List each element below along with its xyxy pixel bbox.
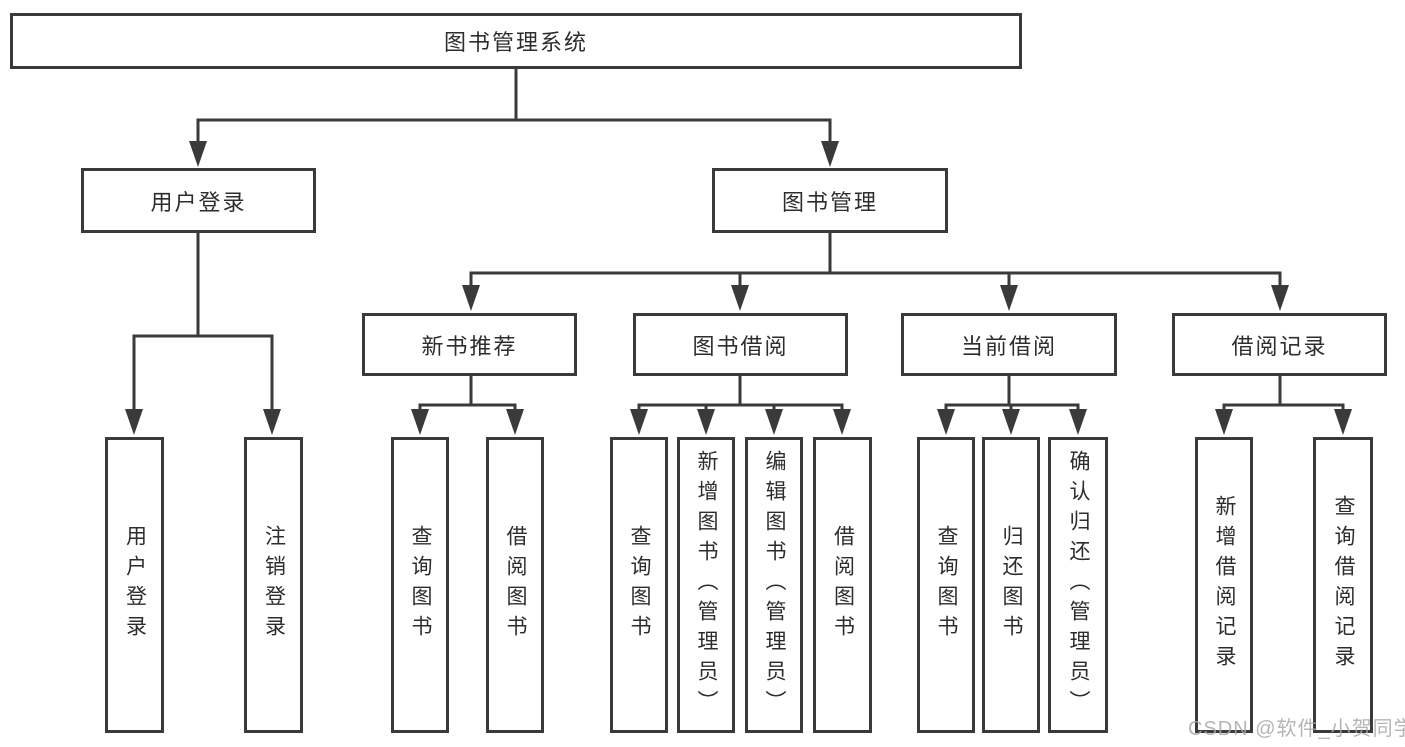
leaf-label: 借阅图书 (504, 525, 527, 645)
arrowhead (1334, 409, 1352, 435)
leaf-query-books-3: 查询图书 (917, 437, 975, 733)
arrowhead (821, 141, 839, 167)
leaf-borrow-books-1: 借阅图书 (486, 437, 544, 733)
leaf-add-book-admin: 新增图书（管理员） (677, 437, 735, 733)
arrowhead (765, 409, 783, 435)
leaf-label: 归还图书 (1000, 525, 1023, 645)
leaf-add-borrow-record: 新增借阅记录 (1195, 437, 1253, 733)
node-user-login: 用户登录 (81, 168, 316, 233)
arrowhead (1215, 409, 1233, 435)
leaf-return-book: 归还图书 (982, 437, 1040, 733)
arrowhead (630, 409, 648, 435)
leaf-label: 注销登录 (262, 525, 286, 645)
node-new-book-recommend: 新书推荐 (362, 313, 577, 376)
node-book-management: 图书管理 (712, 168, 948, 233)
leaf-label: 新增图书（管理员） (695, 450, 718, 720)
leaf-confirm-return-admin: 确认归还（管理员） (1048, 437, 1108, 733)
leaf-label: 借阅图书 (831, 525, 855, 645)
leaf-borrow-books-2: 借阅图书 (813, 437, 872, 733)
leaf-label: 确认归还（管理员） (1067, 450, 1090, 720)
node-library-management-system: 图书管理系统 (10, 13, 1022, 69)
arrowhead (1069, 409, 1087, 435)
leaf-query-borrow-record: 查询借阅记录 (1313, 437, 1373, 733)
arrowhead (189, 141, 207, 167)
leaf-edit-book-admin: 编辑图书（管理员） (745, 437, 803, 733)
node-current-borrowing: 当前借阅 (901, 313, 1117, 376)
arrowhead (1000, 285, 1018, 311)
leaf-query-books-2: 查询图书 (610, 437, 668, 733)
arrowhead (263, 409, 281, 435)
csdn-watermark: CSDN @软件_小贺同学 (1188, 718, 1405, 740)
leaf-label: 查询借阅记录 (1332, 495, 1355, 675)
arrowhead (462, 285, 480, 311)
arrowhead (125, 409, 143, 435)
arrowhead (731, 285, 749, 311)
leaf-query-books-1: 查询图书 (391, 437, 449, 733)
arrowhead (937, 409, 955, 435)
leaf-label: 查询图书 (409, 525, 432, 645)
arrowhead (1002, 409, 1020, 435)
leaf-label: 查询图书 (935, 525, 958, 645)
arrowhead (697, 409, 715, 435)
arrowhead (411, 409, 429, 435)
node-borrowing-records: 借阅记录 (1172, 313, 1387, 376)
arrowhead (1271, 285, 1289, 311)
leaf-label: 用户登录 (123, 525, 147, 645)
arrowhead (506, 409, 524, 435)
node-book-borrowing: 图书借阅 (633, 313, 848, 376)
leaf-logout: 注销登录 (244, 437, 303, 733)
leaf-label: 查询图书 (628, 525, 651, 645)
leaf-label: 新增借阅记录 (1213, 495, 1236, 675)
leaf-user-login: 用户登录 (105, 437, 164, 733)
arrowhead (833, 409, 851, 435)
leaf-label: 编辑图书（管理员） (763, 450, 786, 720)
